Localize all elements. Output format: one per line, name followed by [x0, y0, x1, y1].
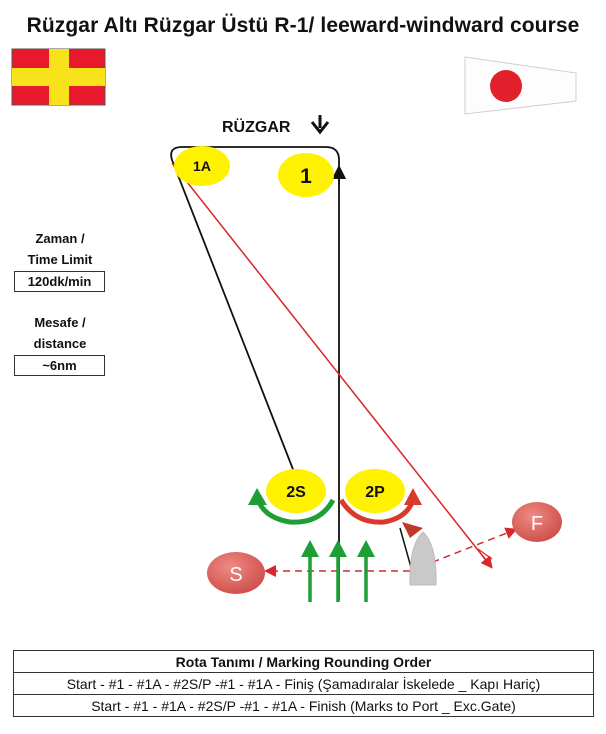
table-row: Start - #1 - #1A - #2S/P -#1 - #1A - Fin… — [13, 672, 594, 695]
finish-leg-line — [171, 162, 493, 569]
start-pin: S — [207, 552, 265, 594]
course-line — [170, 146, 347, 600]
mark-2s: 2S — [266, 469, 326, 513]
time-limit-value: 120dk/min — [14, 271, 105, 292]
page-title: Rüzgar Altı Rüzgar Üstü R-1/ leeward-win… — [26, 14, 580, 37]
committee-boat-icon — [409, 531, 437, 586]
start-direction-arrows — [301, 540, 375, 602]
wind-label: RÜZGAR — [222, 117, 291, 136]
finish-pin: F — [512, 502, 562, 542]
finish-pin-label: F — [531, 513, 543, 535]
mark-1a-label: 1A — [193, 158, 211, 174]
time-limit-label-text: Zaman / Time Limit — [27, 231, 93, 267]
mark-1: 1 — [278, 153, 334, 197]
table-row: Rota Tanımı / Marking Rounding Order — [13, 650, 594, 673]
signal-flag-r-icon — [11, 48, 106, 106]
course-pennant-icon — [464, 56, 577, 115]
time-limit-label: Zaman / Time Limit — [10, 228, 110, 270]
mark-2p: 2P — [345, 469, 405, 513]
distance-value: ~6nm — [14, 355, 105, 376]
rounding-order-en: Start - #1 - #1A - #2S/P -#1 - #1A - Fin… — [13, 694, 594, 717]
table-row: Start - #1 - #1A - #2S/P -#1 - #1A - Fin… — [13, 694, 594, 717]
table-header: Rota Tanımı / Marking Rounding Order — [13, 650, 594, 673]
gate-rounding-red-arrow — [338, 488, 422, 525]
mark-2p-label: 2P — [365, 484, 385, 501]
distance-label: Mesafe / distance — [10, 312, 110, 354]
gate-rounding-green-arrow — [248, 488, 336, 525]
mark-2s-label: 2S — [286, 484, 306, 501]
rounding-order-table: Rota Tanımı / Marking Rounding Order Sta… — [13, 650, 594, 717]
mark-1-label: 1 — [300, 165, 312, 188]
start-pin-label: S — [229, 564, 242, 586]
rounding-order-tr: Start - #1 - #1A - #2S/P -#1 - #1A - Fin… — [13, 672, 594, 695]
distance-label-text: Mesafe / distance — [33, 315, 87, 351]
wind-arrow-icon — [310, 115, 330, 135]
mark-1a: 1A — [174, 146, 230, 186]
